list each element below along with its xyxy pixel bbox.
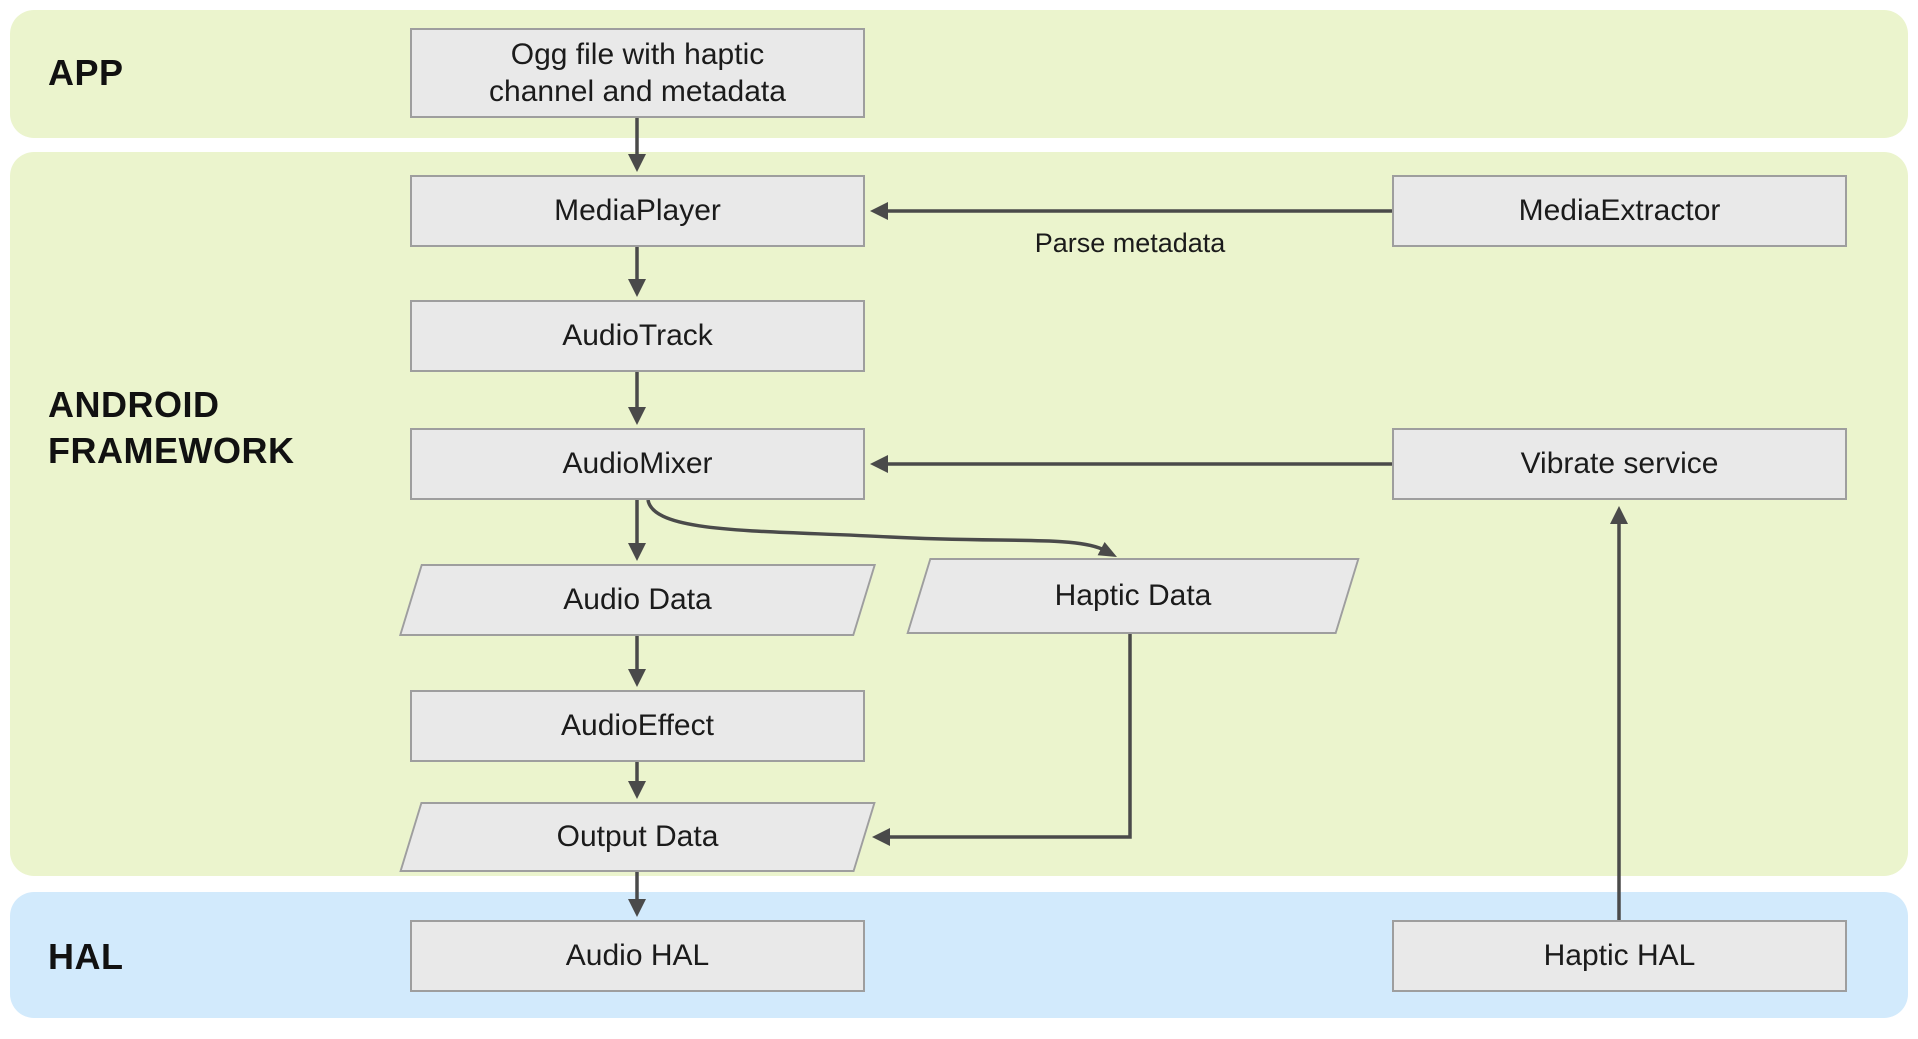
node-audio-data: Audio Data [398, 564, 877, 636]
node-haptic-hal-label: Haptic HAL [1543, 939, 1696, 973]
node-audio-track: AudioTrack [410, 300, 865, 372]
node-media-extractor-label: MediaExtractor [1518, 194, 1721, 228]
node-audio-mixer-label: AudioMixer [562, 447, 713, 481]
edge-label-parse-metadata: Parse metadata [1034, 228, 1226, 258]
node-audio-hal: Audio HAL [410, 920, 865, 992]
band-android-framework [10, 152, 1908, 876]
node-haptic-hal: Haptic HAL [1392, 920, 1847, 992]
band-android-framework-label: ANDROID FRAMEWORK [48, 384, 295, 471]
node-output-data: Output Data [399, 802, 876, 872]
node-ogg-file: Ogg file with haptic channel and metadat… [410, 28, 865, 118]
node-audio-track-label: AudioTrack [562, 319, 713, 353]
node-audio-mixer: AudioMixer [410, 428, 865, 500]
node-audio-effect: AudioEffect [410, 690, 865, 762]
node-audio-effect-label: AudioEffect [561, 709, 714, 743]
node-audio-data-label: Audio Data [563, 583, 712, 617]
band-app-label: APP [48, 52, 124, 93]
band-app [10, 10, 1908, 138]
node-media-player-label: MediaPlayer [554, 194, 721, 228]
node-output-data-label: Output Data [556, 820, 719, 854]
node-haptic-data: Haptic Data [906, 558, 1360, 634]
node-vibrate-service: Vibrate service [1392, 428, 1847, 500]
node-media-extractor: MediaExtractor [1392, 175, 1847, 247]
node-ogg-file-label: Ogg file with haptic channel and metadat… [489, 37, 786, 109]
band-hal-label: HAL [48, 936, 124, 977]
node-vibrate-service-label: Vibrate service [1520, 447, 1719, 481]
node-haptic-data-label: Haptic Data [1054, 579, 1212, 613]
node-audio-hal-label: Audio HAL [565, 939, 710, 973]
node-media-player: MediaPlayer [410, 175, 865, 247]
